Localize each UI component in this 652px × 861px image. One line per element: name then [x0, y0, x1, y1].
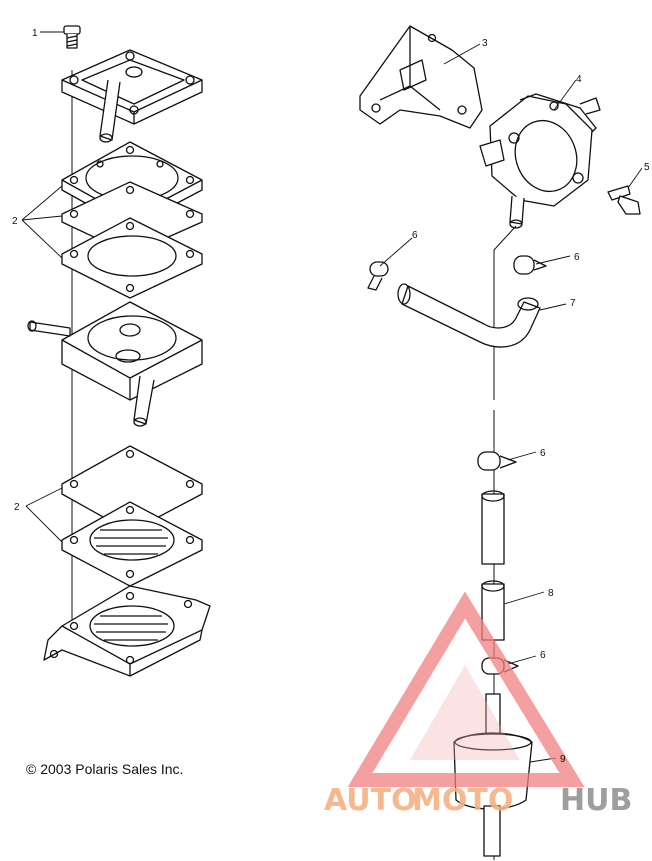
callout-2: 2 — [14, 502, 20, 513]
callout-4: 4 — [576, 74, 582, 85]
watermark-auto: AUTO — [324, 783, 417, 818]
fuel-pump — [479, 93, 601, 229]
callout-6: 6 — [574, 252, 580, 263]
callout-9: 9 — [560, 754, 566, 765]
callout-7: 7 — [570, 298, 576, 309]
fuel-hose-8 — [481, 580, 505, 641]
hose-clamp — [513, 255, 547, 275]
watermark-logo: AUTO MOTO HUB — [324, 591, 632, 818]
screw-part — [63, 25, 81, 49]
mounting-bracket — [359, 25, 483, 129]
callout-6: 6 — [412, 230, 418, 241]
fuel-filter — [453, 693, 533, 857]
copyright-text: © 2003 Polaris Sales Inc. — [26, 761, 183, 777]
callout-5: 5 — [644, 162, 650, 173]
bolt-part — [607, 185, 641, 215]
watermark-hub: HUB — [560, 783, 632, 818]
pump-body — [27, 301, 203, 427]
callout-6: 6 — [540, 650, 546, 661]
fuel-hose-section — [481, 490, 505, 565]
hose-clamp — [477, 451, 517, 471]
callout-3: 3 — [482, 38, 488, 49]
diaphragm-plate-3 — [61, 217, 203, 299]
callout-8: 8 — [548, 588, 554, 599]
check-valve-plate — [61, 501, 203, 587]
pump-cover-top — [61, 49, 203, 143]
callout-1: 1 — [32, 28, 38, 39]
callout-6: 6 — [540, 448, 546, 459]
watermark-moto: MOTO — [412, 783, 513, 818]
hose-clamp — [367, 261, 389, 291]
pump-base — [43, 585, 211, 677]
fuel-hose-elbow — [397, 283, 541, 348]
callout-2: 2 — [12, 216, 18, 227]
